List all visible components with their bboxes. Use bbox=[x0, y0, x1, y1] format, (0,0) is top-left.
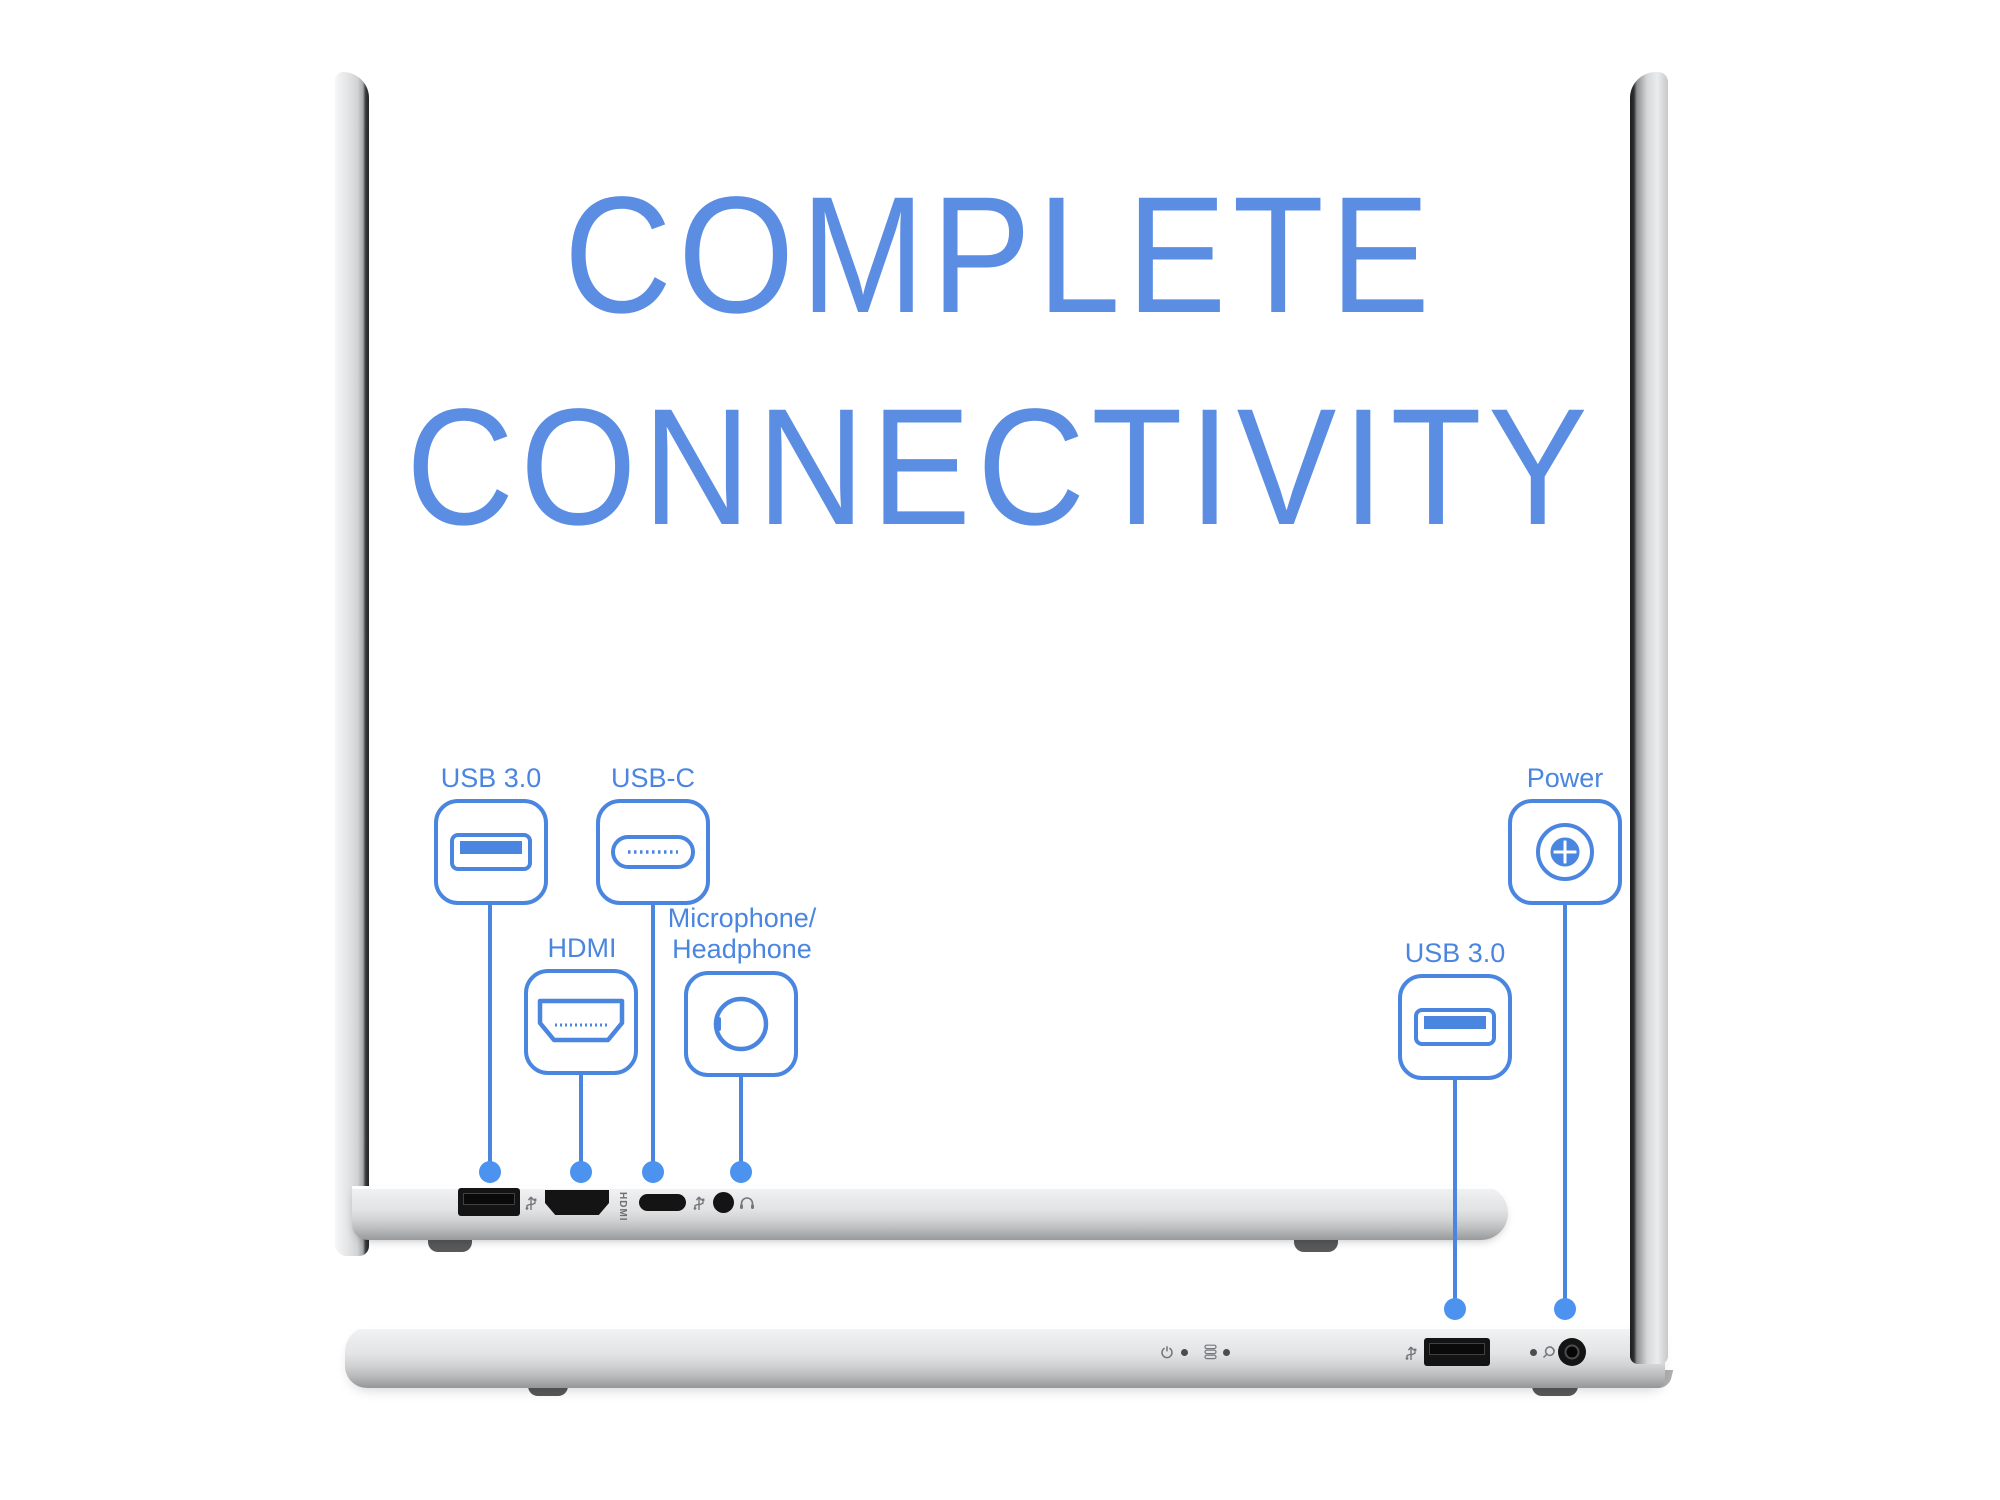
usb-ss-icon bbox=[525, 1196, 537, 1210]
callout-box-hdmi bbox=[524, 969, 638, 1075]
callout-label-usb3-left: USB 3.0 bbox=[440, 763, 542, 793]
hdmi-port-icon bbox=[537, 998, 625, 1043]
callout-line-power bbox=[1563, 905, 1567, 1300]
callout-box-power bbox=[1508, 799, 1622, 905]
hdmi-port bbox=[545, 1190, 609, 1215]
usb-c-port bbox=[639, 1194, 686, 1211]
callout-dot-power bbox=[1554, 1298, 1576, 1320]
callout-line-usb3-left bbox=[488, 905, 492, 1163]
power-jack bbox=[1558, 1338, 1586, 1366]
callout-line-usbc bbox=[651, 905, 655, 1163]
callout-label-hdmi: HDMI bbox=[547, 933, 617, 963]
power-status-icon bbox=[1161, 1346, 1173, 1359]
power-plug-icon bbox=[1542, 1345, 1556, 1359]
callout-box-mic-headphone bbox=[684, 971, 798, 1077]
usb-a-port bbox=[458, 1188, 520, 1216]
usb-icon bbox=[693, 1196, 705, 1210]
callout-label-power: Power bbox=[1526, 763, 1604, 793]
callout-label-usb3-right: USB 3.0 bbox=[1404, 938, 1506, 968]
hdmi-edge-label: HDMI bbox=[617, 1192, 628, 1222]
usb-c-port-icon bbox=[611, 835, 695, 869]
title-line-1: COMPLETE bbox=[563, 163, 1437, 348]
callout-box-usb3-right bbox=[1398, 974, 1512, 1080]
charge-led bbox=[1530, 1349, 1537, 1356]
headset-icon bbox=[740, 1197, 754, 1209]
left-laptop-base bbox=[352, 1186, 1508, 1240]
page-title: COMPLETE CONNECTIVITY bbox=[397, 150, 1603, 574]
power-port-icon bbox=[1536, 823, 1594, 881]
left-laptop-base-highlight bbox=[352, 1186, 1508, 1189]
storage-status-icon bbox=[1204, 1344, 1217, 1360]
callout-dot-usb3-left bbox=[479, 1161, 501, 1183]
right-laptop-base-highlight bbox=[345, 1326, 1665, 1329]
usb-a-port bbox=[1424, 1338, 1490, 1366]
callout-dot-mic-headphone bbox=[730, 1161, 752, 1183]
headphone-jack bbox=[713, 1192, 734, 1213]
callout-dot-hdmi bbox=[570, 1161, 592, 1183]
callout-label-usbc: USB-C bbox=[610, 763, 695, 793]
usb-a-port-icon bbox=[1414, 1008, 1496, 1046]
right-laptop-lid-edge bbox=[1630, 72, 1668, 1364]
callout-label-mic-headphone: Microphone/ Headphone bbox=[652, 903, 832, 965]
mic-label-line1: Microphone/ bbox=[667, 903, 817, 933]
callout-dot-usb3-right bbox=[1444, 1298, 1466, 1320]
callout-line-hdmi bbox=[579, 1075, 583, 1163]
usb-a-port-icon bbox=[450, 833, 532, 871]
callout-box-usbc bbox=[596, 799, 710, 905]
usb-ss-icon bbox=[1405, 1346, 1417, 1360]
callout-line-usb3-right bbox=[1453, 1080, 1457, 1300]
power-led bbox=[1181, 1349, 1188, 1356]
mic-label-line2: Headphone bbox=[672, 934, 812, 964]
audio-jack-icon bbox=[713, 996, 769, 1052]
storage-led bbox=[1223, 1349, 1230, 1356]
left-laptop-lid-edge bbox=[335, 72, 369, 1256]
title-line-2: CONNECTIVITY bbox=[406, 375, 1594, 560]
callout-dot-usbc bbox=[642, 1161, 664, 1183]
left-laptop-foot bbox=[1294, 1236, 1338, 1252]
callout-box-usb3-left bbox=[434, 799, 548, 905]
callout-line-mic-headphone bbox=[739, 1077, 743, 1163]
left-laptop-foot bbox=[428, 1236, 472, 1252]
